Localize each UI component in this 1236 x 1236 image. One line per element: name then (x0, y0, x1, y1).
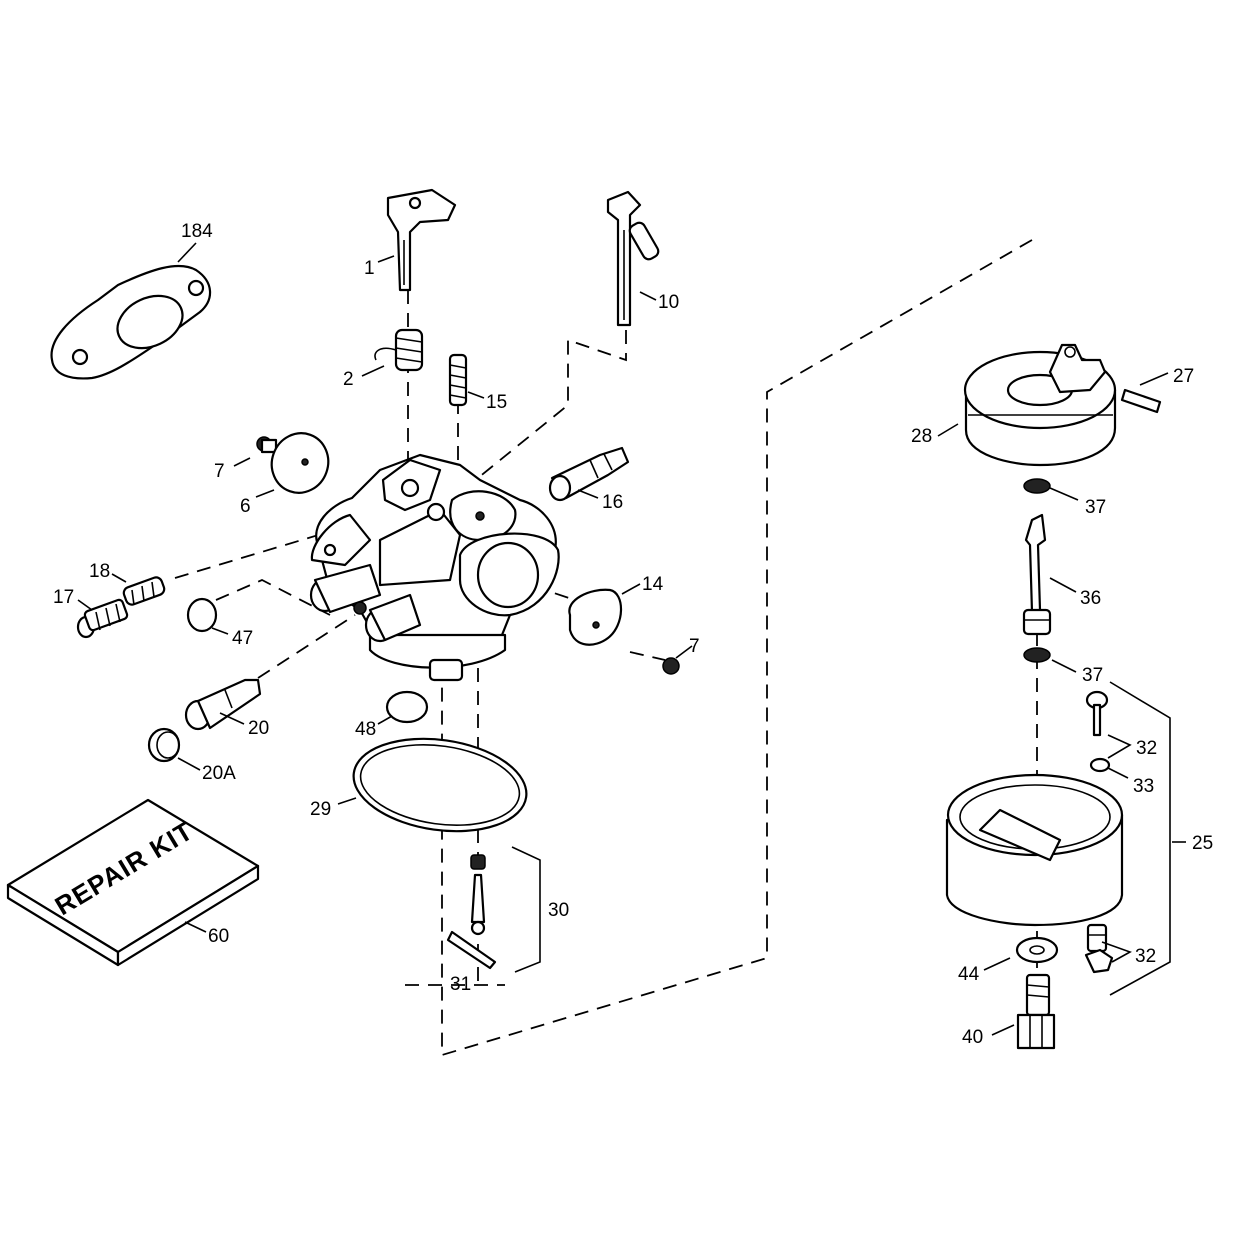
clip-part-31 (446, 930, 497, 970)
callout-28: 28 (911, 426, 932, 447)
callout-labels: 184 1 10 2 15 7 6 16 18 17 47 14 7 20 48… (53, 221, 1213, 1048)
callout-60: 60 (208, 926, 229, 947)
callout-18: 18 (89, 561, 110, 582)
throttle-shaft-part-1 (386, 188, 457, 292)
washer-part-33 (1089, 757, 1111, 773)
callout-7-upper: 7 (214, 461, 225, 482)
carburetor-body (309, 453, 560, 682)
idle-screw-part-17 (76, 598, 129, 639)
float-pin-part-27 (1120, 388, 1162, 414)
callout-25: 25 (1192, 833, 1213, 854)
choke-plate-part-14 (568, 588, 623, 646)
callout-40: 40 (962, 1027, 983, 1048)
callout-16: 16 (602, 492, 623, 513)
callout-6: 6 (240, 496, 251, 517)
spring-part-18 (122, 576, 166, 606)
callout-32-lower: 32 (1135, 946, 1156, 967)
needle-part-20 (184, 678, 262, 731)
callout-36: 36 (1080, 588, 1101, 609)
screw-part-7-lower (662, 657, 680, 675)
throttle-plate-part-6 (270, 432, 330, 494)
callout-14: 14 (642, 574, 664, 595)
callout-31: 31 (450, 974, 471, 995)
callout-184: 184 (181, 221, 213, 242)
needle-valve-part-30 (470, 854, 486, 936)
callout-10: 10 (658, 292, 679, 313)
callout-33: 33 (1133, 776, 1154, 797)
float-part-28 (963, 343, 1117, 467)
welch-plug-part-47 (186, 597, 218, 633)
leader-lines (77, 242, 1186, 1036)
callout-44: 44 (958, 964, 980, 985)
callout-27: 27 (1173, 366, 1194, 387)
fuel-inlet-part-16 (548, 446, 630, 502)
cap-part-20A (147, 727, 181, 763)
callout-37-lower: 37 (1082, 665, 1103, 686)
washer-part-44 (1015, 936, 1059, 964)
gasket-part-184 (50, 264, 212, 380)
callout-2: 2 (343, 369, 354, 390)
callout-30: 30 (548, 900, 569, 921)
callout-15: 15 (486, 392, 507, 413)
fuel-bowl-part-25 (945, 773, 1124, 927)
spring-part-2 (374, 328, 424, 372)
callout-17: 17 (53, 587, 74, 608)
callout-20: 20 (248, 718, 269, 739)
assembly-lines (174, 239, 1038, 1057)
washer-part-37-lower (1023, 647, 1051, 663)
callout-20A: 20A (202, 763, 236, 784)
choke-shaft-part-10 (606, 190, 660, 327)
callout-7-lower: 7 (689, 636, 700, 657)
callout-29: 29 (310, 799, 331, 820)
plug-part-48 (385, 690, 429, 724)
screw-part-7-upper (256, 436, 278, 454)
spring-part-15 (448, 353, 468, 407)
callout-32-upper: 32 (1136, 738, 1157, 759)
callout-37-upper: 37 (1085, 497, 1106, 518)
main-nozzle-part-36 (1022, 513, 1052, 636)
washer-part-37-upper (1023, 478, 1051, 494)
screw-part-32-lower (1084, 923, 1114, 974)
callout-48: 48 (355, 719, 376, 740)
callout-1: 1 (364, 258, 375, 279)
callout-47: 47 (232, 628, 253, 649)
screw-part-32-upper (1085, 690, 1109, 737)
bowl-gasket-part-29 (352, 737, 528, 833)
bowl-nut-part-40 (1016, 973, 1056, 1050)
